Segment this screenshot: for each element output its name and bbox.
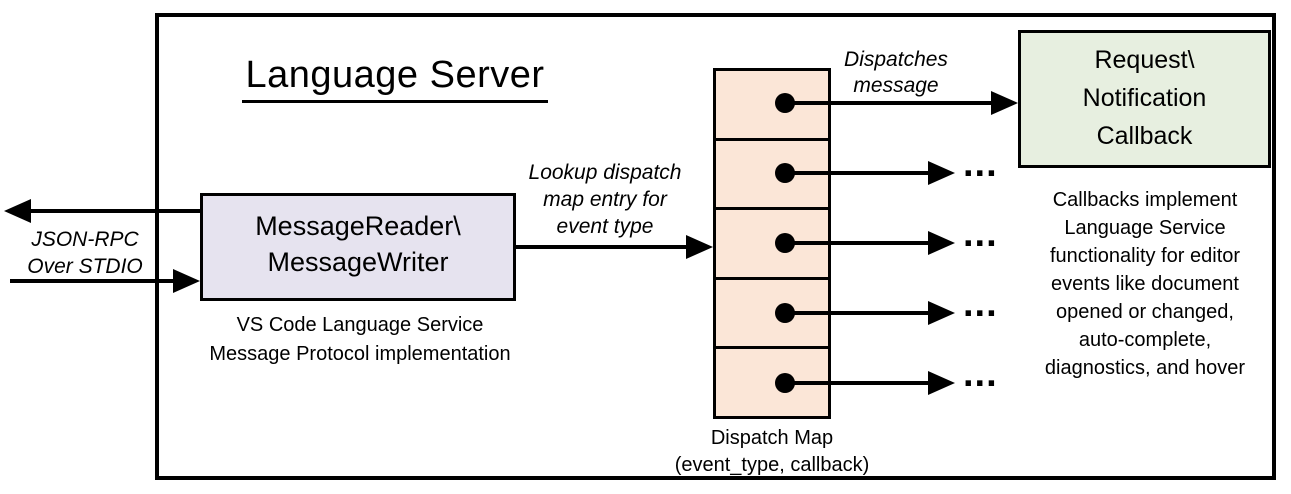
lookup-dispatch-label: Lookup dispatch map entry for event type: [510, 159, 700, 240]
callbacks-note-line1: Callbacks implement: [1052, 189, 1238, 211]
message-box-line2: MessageWriter: [267, 247, 449, 277]
callbacks-note-line4: events like document: [1051, 273, 1239, 295]
callbacks-note-line6: auto-complete,: [1078, 329, 1212, 351]
json-rpc-label-line1: JSON-RPC: [31, 228, 139, 251]
ellipsis-row5: ...: [963, 353, 998, 395]
dispatch-map-cell: [716, 346, 828, 416]
dispatches-label-line1: Dispatches: [844, 48, 948, 71]
callbacks-note: Callbacks implement Language Service fun…: [1014, 186, 1276, 382]
ellipsis-row4: ...: [963, 283, 998, 325]
lookup-label-line3: event type: [556, 215, 654, 238]
dispatch-map-caption: Dispatch Map (event_type, callback): [652, 425, 892, 479]
message-box-caption: VS Code Language Service Message Protoco…: [165, 311, 555, 369]
message-reader-writer-box: MessageReader\ MessageWriter: [200, 193, 516, 301]
callback-box-line2: Notification: [1082, 84, 1207, 112]
ellipsis-row2: ...: [963, 143, 998, 185]
lookup-label-line2: map entry for: [543, 188, 667, 211]
callbacks-note-line7: diagnostics, and hover: [1044, 357, 1246, 379]
callbacks-note-line3: functionality for editor: [1049, 245, 1241, 267]
ellipsis-row3: ...: [963, 213, 998, 255]
lookup-label-line1: Lookup dispatch: [528, 161, 682, 184]
callbacks-note-line2: Language Service: [1064, 217, 1226, 239]
dispatch-map-cell: [716, 71, 828, 138]
dispatch-map-caption-line2: (event_type, callback): [674, 454, 870, 476]
callback-box-line1: Request\: [1094, 46, 1195, 74]
callbacks-note-line5: opened or changed,: [1056, 301, 1234, 323]
dispatches-message-label: Dispatches message: [826, 47, 966, 99]
dispatch-map-table: [713, 68, 831, 419]
dispatch-map-cell: [716, 207, 828, 277]
diagram-title: Language Server: [225, 54, 565, 103]
dispatch-map-cell: [716, 137, 828, 208]
message-box-caption-line2: Message Protocol implementation: [209, 343, 511, 365]
message-box-caption-line1: VS Code Language Service: [236, 314, 484, 336]
dispatch-map-cell: [716, 276, 828, 347]
dispatch-map-caption-line1: Dispatch Map: [710, 427, 834, 449]
dispatches-label-line2: message: [853, 74, 939, 97]
callback-box-line3: Callback: [1096, 122, 1193, 150]
json-rpc-label-line2: Over STDIO: [27, 255, 143, 278]
diagram-title-text: Language Server: [242, 54, 548, 103]
language-server-boundary: [155, 13, 1276, 480]
request-notification-callback-box: Request\ Notification Callback: [1018, 30, 1271, 168]
json-rpc-stdio-label: JSON-RPC Over STDIO: [12, 226, 158, 280]
message-box-line1: MessageReader\: [255, 211, 461, 241]
